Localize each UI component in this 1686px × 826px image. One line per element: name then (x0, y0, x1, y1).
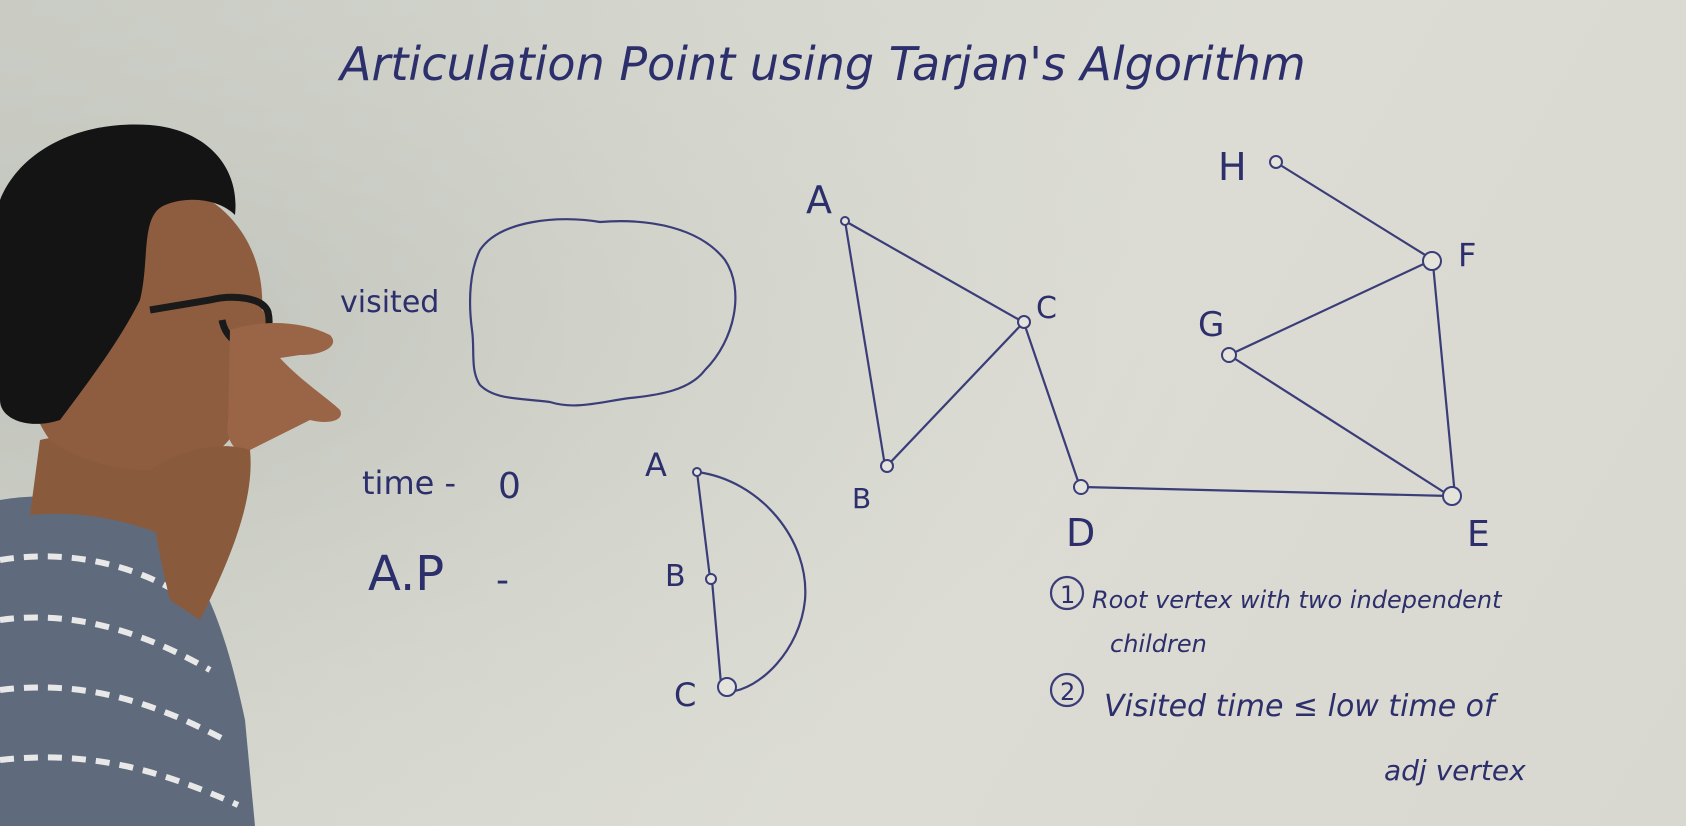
small-node-b-label: B (665, 559, 686, 594)
ap-label: A.P (368, 546, 444, 602)
presenter-shirt-pattern (0, 553, 240, 808)
small-node-a (692, 467, 702, 477)
rule-2-line2: adj vertex (1384, 754, 1526, 787)
node-g (1221, 347, 1237, 363)
edge-b-c (885, 322, 1024, 468)
edge-g-f (1227, 259, 1432, 357)
small-edge-a-b (695, 470, 712, 580)
small-node-a-label: A (645, 446, 667, 484)
rule-1-number-circle (1049, 575, 1085, 611)
node-f-label: F (1458, 236, 1476, 274)
node-b (880, 459, 894, 473)
presenter-arm (150, 446, 251, 620)
rule-2: 2 Visited time ≤ low time of adj vertex (1049, 672, 1526, 787)
edge-h-f (1275, 161, 1432, 260)
visited-set-outline (468, 218, 737, 407)
node-c-label: C (1036, 291, 1057, 326)
small-node-b (705, 573, 717, 585)
node-g-label: G (1198, 305, 1224, 345)
node-a (840, 216, 850, 226)
small-node-c (717, 677, 737, 697)
rule-1-line1: Root vertex with two independent (1092, 586, 1503, 614)
presenter-hair (0, 124, 236, 424)
node-h-label: H (1218, 145, 1247, 189)
time-value: 0 (498, 466, 521, 507)
node-h (1269, 155, 1283, 169)
edge-c-d (1022, 321, 1082, 489)
edge-d-e (1080, 485, 1452, 498)
small-edge-a-c (695, 470, 807, 694)
node-b-label: B (852, 482, 871, 515)
node-c (1017, 315, 1031, 329)
rule-2-line1: Visited time ≤ low time of (1104, 689, 1499, 724)
board-title: Articulation Point using Tarjan's Algori… (337, 37, 1306, 91)
small-node-c-label: C (674, 676, 696, 714)
edge-a-c (843, 219, 1025, 324)
node-e-label: E (1467, 514, 1490, 555)
node-f (1422, 251, 1442, 271)
rule-1-line2: children (1110, 630, 1207, 658)
visited-label: visited (340, 285, 439, 320)
rule-1-number: 1 (1060, 581, 1075, 609)
presenter-hand (227, 323, 341, 451)
rule-2-number-circle (1049, 672, 1085, 708)
time-label: time - (362, 464, 456, 502)
node-d-label: D (1066, 511, 1095, 555)
node-d (1073, 479, 1089, 495)
main-graph: A B C D E F G H (806, 145, 1490, 555)
node-a-label: A (806, 178, 832, 222)
edge-e-g (1227, 353, 1452, 498)
rule-1: 1 Root vertex with two independent child… (1049, 575, 1503, 658)
rule-2-number: 2 (1060, 678, 1075, 706)
presenter (0, 124, 341, 826)
edge-a-b (843, 219, 887, 468)
small-edge-b-c (710, 578, 723, 686)
node-e (1442, 486, 1462, 506)
small-graph: A B C (645, 446, 807, 714)
ap-dash: - (496, 560, 509, 601)
edge-e-f (1431, 262, 1457, 498)
